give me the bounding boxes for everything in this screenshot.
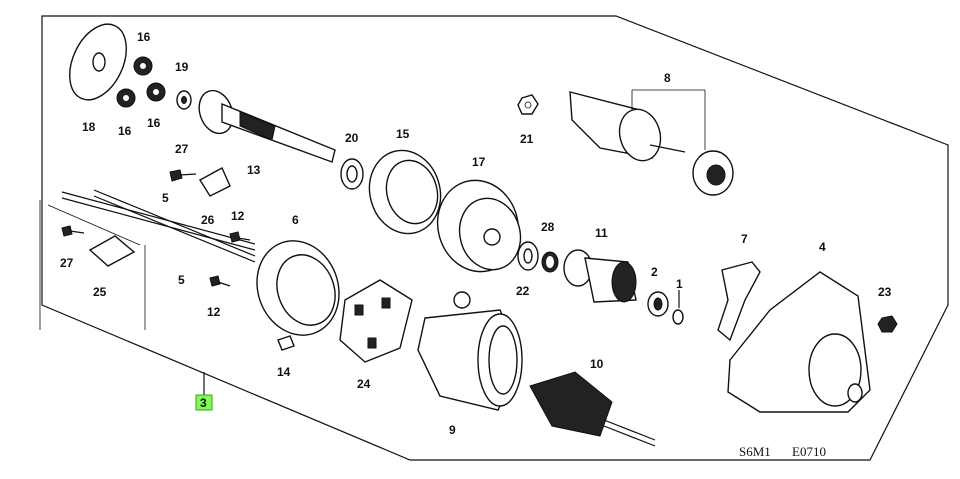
part-16-planet-gear bbox=[146, 82, 166, 102]
label-part-6: 6 bbox=[292, 213, 299, 227]
part-19-washer bbox=[176, 90, 192, 110]
part-16-planet-gear bbox=[116, 88, 136, 108]
label-part-28: 28 bbox=[541, 220, 555, 234]
label-part-10: 10 bbox=[590, 357, 604, 371]
label-part-5: 5 bbox=[178, 273, 185, 287]
part-9-yoke bbox=[417, 291, 523, 411]
label-part-5: 5 bbox=[162, 191, 169, 205]
assembly-boundary bbox=[41, 15, 949, 461]
label-part-4: 4 bbox=[819, 240, 826, 254]
part-17-gear-housing bbox=[436, 179, 522, 273]
label-part-21: 21 bbox=[520, 132, 534, 146]
label-part-11: 11 bbox=[595, 226, 608, 240]
label-part-26: 26 bbox=[201, 213, 215, 227]
part-1-snap-ring bbox=[672, 290, 684, 325]
label-part-25: 25 bbox=[93, 285, 107, 299]
label-part-27: 27 bbox=[175, 142, 189, 156]
label-part-24: 24 bbox=[357, 377, 371, 391]
label-part-7: 7 bbox=[741, 232, 748, 246]
part-10-armature bbox=[529, 371, 656, 447]
part-12-bolt bbox=[229, 231, 251, 243]
label-part-18: 18 bbox=[82, 120, 96, 134]
part-6-rear-cover bbox=[256, 240, 340, 336]
label-part-27: 27 bbox=[60, 256, 74, 270]
frame-line bbox=[47, 204, 141, 246]
label-part-20: 20 bbox=[345, 131, 359, 145]
label-part-9: 9 bbox=[449, 423, 456, 437]
label-part-16: 16 bbox=[147, 116, 161, 130]
part-15-internal-gear bbox=[368, 149, 442, 235]
label-part-1: 1 bbox=[676, 277, 683, 291]
label-part-16: 16 bbox=[118, 124, 132, 138]
part-8-solenoid bbox=[569, 91, 734, 196]
label-part-22: 22 bbox=[516, 284, 530, 298]
part-11-overrunning-clutch bbox=[563, 249, 637, 303]
part-21-nut bbox=[517, 94, 539, 115]
bracket-8 bbox=[631, 89, 706, 150]
part-26-bracket bbox=[199, 167, 231, 197]
part-13-pinion-shaft bbox=[198, 89, 336, 163]
label-part-15: 15 bbox=[396, 127, 410, 141]
part-5-through-bolt bbox=[61, 191, 256, 251]
part-27-bolt bbox=[169, 169, 197, 182]
label-part-19: 19 bbox=[175, 60, 189, 74]
part-2-bearing bbox=[647, 291, 669, 317]
part-18-washer-disc bbox=[69, 23, 127, 101]
part-20-washer bbox=[340, 158, 364, 190]
part-16-planet-gear bbox=[133, 56, 153, 76]
part-4-drive-housing bbox=[727, 271, 871, 413]
label-part-14: 14 bbox=[277, 365, 291, 379]
part-14-clip bbox=[277, 335, 295, 351]
part-12-bolt bbox=[209, 275, 231, 287]
part-22-washer bbox=[517, 241, 539, 271]
label-part-2: 2 bbox=[651, 265, 658, 279]
part-28-ring bbox=[541, 251, 559, 273]
assembly-label: 3 bbox=[200, 396, 207, 410]
label-part-16: 16 bbox=[137, 30, 151, 44]
part-7-shift-lever bbox=[717, 261, 761, 342]
label-part-12: 12 bbox=[207, 305, 221, 319]
part-25-bracket bbox=[88, 235, 136, 267]
label-part-8: 8 bbox=[664, 71, 671, 85]
part-5-through-bolt bbox=[93, 189, 256, 263]
label-part-17: 17 bbox=[472, 155, 486, 169]
drawing-code: S6M1 bbox=[739, 444, 771, 459]
part-23-nut bbox=[877, 315, 898, 333]
label-part-23: 23 bbox=[878, 285, 892, 299]
assembly-highlight bbox=[195, 394, 213, 411]
label-part-13: 13 bbox=[247, 163, 261, 177]
part-24-brush-holder bbox=[339, 279, 413, 363]
drawing-code: E0710 bbox=[792, 444, 826, 459]
label-part-12: 12 bbox=[231, 209, 245, 223]
part-27-bolt bbox=[61, 225, 85, 237]
